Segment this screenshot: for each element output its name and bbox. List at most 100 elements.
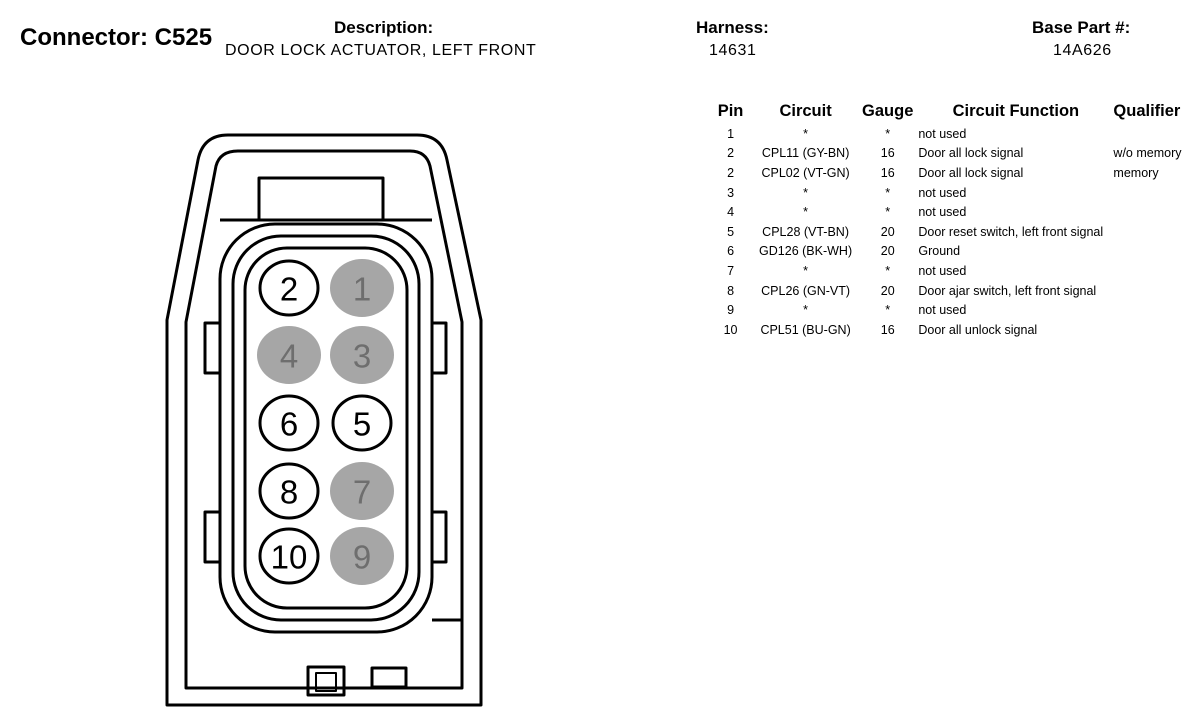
wire-gauge-cell: 16 bbox=[880, 165, 895, 180]
pin-number-cell: 9 bbox=[727, 303, 735, 318]
pin-cavity-3: 3 bbox=[330, 326, 394, 384]
qualifier-cell bbox=[1113, 242, 1200, 262]
pin-number-label: 8 bbox=[280, 474, 298, 511]
pin-cavity-circle bbox=[258, 394, 320, 452]
qualifier-cell bbox=[1113, 183, 1200, 203]
table-row: 8 CPL26 (GN-VT) 20 Door ajar switch, left f… bbox=[710, 281, 1200, 301]
right-bracket-lower bbox=[432, 510, 448, 564]
table-row: 7 * * not used bbox=[710, 261, 1200, 281]
circuit-id-cell: CPL02 (VT-GN) bbox=[761, 165, 850, 180]
housing-outer-outline bbox=[165, 133, 483, 707]
circuit-function-cell: Ground bbox=[918, 244, 961, 259]
base-part-label: Base Part #: bbox=[1032, 18, 1131, 37]
qualifier-cell bbox=[1113, 320, 1200, 340]
pin-number-cell: 2 bbox=[727, 146, 735, 161]
circuit-id-cell: CPL51 (BU-GN) bbox=[760, 322, 851, 337]
circuit-id-cell: CPL28 (VT-BN) bbox=[762, 224, 850, 239]
wire-gauge-cell: 20 bbox=[880, 224, 895, 239]
circuit-id-cell: * bbox=[803, 205, 809, 220]
pin-number-cell: 4 bbox=[727, 205, 735, 220]
housing-inner-outline bbox=[184, 149, 464, 690]
circuit-function-cell: not used bbox=[918, 205, 967, 220]
cavity-outer-frame bbox=[218, 222, 434, 634]
qualifier-cell bbox=[1113, 124, 1200, 144]
pin-number-label: 6 bbox=[280, 406, 298, 443]
connector-title: Connector: C525 bbox=[20, 24, 213, 51]
table-row: 1**not used bbox=[710, 124, 1200, 144]
pin-number-cell: 2 bbox=[727, 165, 735, 180]
pin-cavity-10: 10 bbox=[258, 527, 320, 585]
cavity-middle-frame bbox=[231, 234, 421, 622]
pin-cavity-2: 2 bbox=[258, 259, 320, 317]
wire-gauge-cell: 20 bbox=[880, 244, 895, 259]
description-label: Description: bbox=[334, 18, 434, 37]
circuit-id-cell: CPL26 (GN-VT) bbox=[761, 283, 851, 298]
pin-number-cell: 3 bbox=[727, 185, 735, 200]
bottom-key-left bbox=[306, 665, 346, 697]
wire-gauge-cell: * bbox=[885, 126, 891, 141]
pin-cavity-circle bbox=[257, 326, 321, 384]
qualifier-cell bbox=[1113, 222, 1200, 242]
qualifier-cell: w/o memory bbox=[1113, 146, 1182, 161]
header-circuit: Circuit bbox=[779, 102, 832, 120]
circuit-function-cell: Door all unlock signal bbox=[918, 322, 1038, 337]
qualifier-cell bbox=[1113, 202, 1200, 222]
wire-gauge-cell: * bbox=[885, 185, 891, 200]
table-row: 9**not used bbox=[710, 300, 1200, 320]
pin-number-label: 1 bbox=[353, 271, 371, 308]
pin-number-cell: 7 bbox=[727, 263, 735, 278]
qualifier-cell: memory bbox=[1113, 165, 1159, 180]
wire-gauge-cell: 20 bbox=[880, 283, 895, 298]
pin-cavity-circle bbox=[258, 259, 320, 317]
pin-number-label: 10 bbox=[271, 539, 308, 576]
circuit-function-cell: Door ajar switch, left front signal bbox=[918, 283, 1097, 298]
circuit-id-cell: * bbox=[803, 263, 809, 278]
right-bracket-upper bbox=[432, 321, 448, 375]
pin-number-label: 2 bbox=[280, 271, 298, 308]
pin-number-label: 3 bbox=[353, 338, 371, 375]
header-pin: Pin bbox=[717, 102, 744, 120]
pin-number-cell: 10 bbox=[723, 322, 738, 337]
circuit-function-cell: Door all lock signal bbox=[918, 165, 1024, 180]
description-value: DOOR LOCK ACTUATOR, LEFT FRONT bbox=[225, 42, 537, 59]
circuit-id-cell: CPL11 (GY-BN) bbox=[761, 146, 850, 161]
wire-gauge-cell: * bbox=[885, 263, 891, 278]
left-bracket-upper bbox=[203, 321, 220, 375]
pin-cavity-5: 5 bbox=[331, 394, 393, 452]
table-row: 10 CPL51 (BU-GN) 16 Door all unlock signal bbox=[710, 320, 1200, 340]
circuit-function-cell: not used bbox=[918, 185, 967, 200]
circuit-id-cell: * bbox=[803, 126, 809, 141]
cavity-inner-frame bbox=[243, 246, 409, 610]
pin-table-header: Pin Circuit Gauge Circuit Function Quali… bbox=[710, 100, 1200, 124]
wire-gauge-cell: 16 bbox=[880, 322, 895, 337]
header-qualifier: Qualifier bbox=[1113, 102, 1181, 120]
pin-cavity-4: 4 bbox=[257, 326, 321, 384]
pin-cavity-circle bbox=[331, 394, 393, 452]
pin-cavity-circle bbox=[330, 326, 394, 384]
pin-cavity-1: 1 bbox=[330, 259, 394, 317]
table-row: 2 CPL02 (VT-GN) 16 Door all lock signal memo… bbox=[710, 163, 1200, 183]
table-row: 3**not used bbox=[710, 183, 1200, 203]
pin-number-cell: 5 bbox=[727, 224, 735, 239]
circuit-function-cell: not used bbox=[918, 263, 967, 278]
bottom-key-left-inner bbox=[315, 672, 337, 692]
header-circuit-function: Circuit Function bbox=[952, 102, 1080, 120]
pin-cavity-circle bbox=[258, 527, 320, 585]
pin-cavity-8: 8 bbox=[258, 462, 320, 520]
circuit-function-cell: not used bbox=[918, 126, 967, 141]
base-part-value: 14A626 bbox=[1053, 42, 1112, 59]
pin-number-cell: 8 bbox=[727, 283, 735, 298]
pin-number-label: 9 bbox=[353, 539, 371, 576]
header-gauge: Gauge bbox=[862, 102, 914, 120]
circuit-id-cell: GD126 (BK-WH) bbox=[759, 244, 853, 259]
harness-label: Harness: bbox=[696, 18, 769, 37]
qualifier-cell bbox=[1113, 300, 1200, 320]
pin-number-cell: 6 bbox=[727, 244, 735, 259]
pin-table: Pin Circuit Gauge Circuit Function Quali… bbox=[710, 100, 1200, 340]
table-row: 6 GD126 (BK-WH) 20 Ground bbox=[710, 242, 1200, 262]
qualifier-cell bbox=[1113, 281, 1200, 301]
pin-cavity-6: 6 bbox=[258, 394, 320, 452]
